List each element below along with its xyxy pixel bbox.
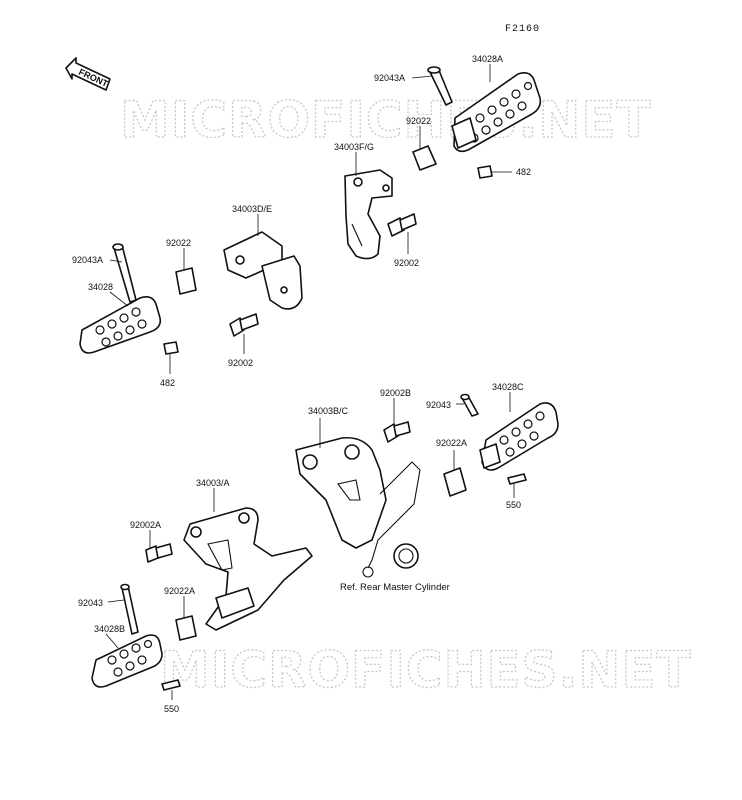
label-92022-left: 92022 [166,238,191,248]
bracket-34003FG [344,169,393,260]
footpeg-34028A [451,72,542,153]
label-92002A: 92002A [130,520,161,530]
footpeg-34028 [79,296,162,354]
watermark-bottom: MICROFICHES.NET [160,641,692,699]
bracket-34003BC [295,436,421,578]
leader-lines [105,64,515,700]
label-482-top: 482 [516,167,531,177]
label-92043-left: 92043 [78,598,103,608]
label-92043A-top: 92043A [374,73,405,83]
label-34003BC: 34003B/C [308,406,349,416]
label-92002B: 92002B [380,388,411,398]
bolt-92002A [145,543,173,563]
cotter-550-right [507,473,527,485]
reference-note: Ref. Rear Master Cylinder [340,582,450,593]
label-34003DE: 34003D/E [232,204,272,214]
label-92022-top: 92022 [406,116,431,126]
pin-92043A-left [112,243,137,303]
label-92043A-left: 92043A [72,255,103,265]
label-34028B: 34028B [94,624,125,634]
label-92002-top: 92002 [394,258,419,268]
pin-92043-left [120,583,139,635]
label-34028C: 34028C [492,382,524,392]
spring-92022-top [412,145,437,171]
label-550-right: 550 [506,500,521,510]
label-550-left: 550 [164,704,179,714]
label-92043-right: 92043 [426,400,451,410]
label-482-left: 482 [160,378,175,388]
label-92002-mid: 92002 [228,358,253,368]
bracket-34003A [183,507,313,631]
label-34003FG: 34003F/G [334,142,374,152]
master-cylinder-bushing [393,543,419,569]
cotter-482-left [163,341,179,355]
bolt-92002B [383,421,411,443]
pin-92043A-top [427,66,453,106]
label-92022A-left: 92022A [164,586,195,596]
front-arrow-icon: FRONT [65,57,111,91]
spring-92022-left [175,267,197,295]
cotter-550-left [161,679,181,691]
watermark-top: MICROFICHES.NET [120,91,652,149]
spring-92022A-right [443,467,467,497]
bracket-34003DE [223,231,303,310]
figure-code: F2160 [505,24,540,35]
footpeg-34028B [91,634,163,688]
footpeg-34028C [479,402,559,471]
front-label: FRONT [77,67,110,89]
label-34003A: 34003/A [196,478,230,488]
label-92022A-right: 92022A [436,438,467,448]
label-34028A: 34028A [472,54,503,64]
cotter-482-top [477,165,493,179]
spring-92022A-left [175,615,197,641]
label-34028: 34028 [88,282,113,292]
bolt-92002-mid [229,313,259,337]
pin-92043-right [460,393,479,417]
bolt-92002-top [387,213,417,237]
